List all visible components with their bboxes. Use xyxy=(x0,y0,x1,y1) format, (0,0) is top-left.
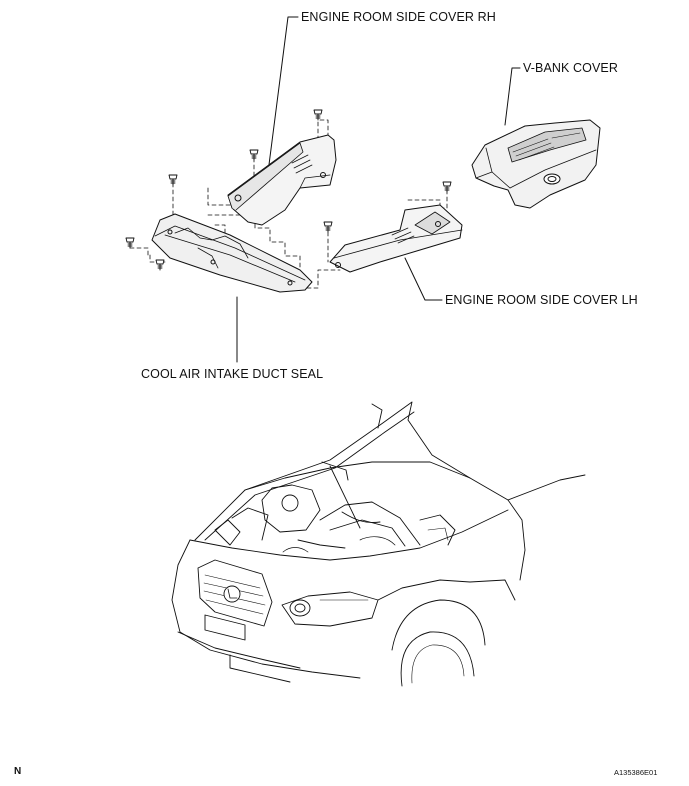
leader-lh-cover xyxy=(404,257,443,301)
bolt-icon xyxy=(313,109,323,121)
label-v-bank-cover: V-BANK COVER xyxy=(523,61,618,75)
label-engine-room-side-cover-rh: ENGINE ROOM SIDE COVER RH xyxy=(301,10,496,24)
leader-vbank-cover xyxy=(504,67,521,126)
bolt-icon xyxy=(323,221,333,233)
bolt-icon xyxy=(249,149,259,161)
footer-n-mark: N xyxy=(14,766,22,777)
vehicle-overview xyxy=(171,401,586,687)
leader-rh-cover xyxy=(265,16,299,189)
bolt-icon xyxy=(155,259,165,271)
bolt-icon xyxy=(125,237,135,249)
label-engine-room-side-cover-lh: ENGINE ROOM SIDE COVER LH xyxy=(445,293,638,307)
cool-air-intake-duct-seal xyxy=(151,213,313,293)
leader-lines xyxy=(236,16,521,363)
bolts xyxy=(125,109,452,271)
v-bank-cover xyxy=(471,119,601,209)
bolt-icon xyxy=(168,174,178,186)
bolt-icon xyxy=(442,181,452,193)
engine-room-side-cover-rh xyxy=(227,134,337,226)
figure-id: A135386E01 xyxy=(614,768,658,777)
label-cool-air-intake-duct-seal: COOL AIR INTAKE DUCT SEAL xyxy=(141,367,324,381)
engine-room-side-cover-lh xyxy=(329,204,463,273)
